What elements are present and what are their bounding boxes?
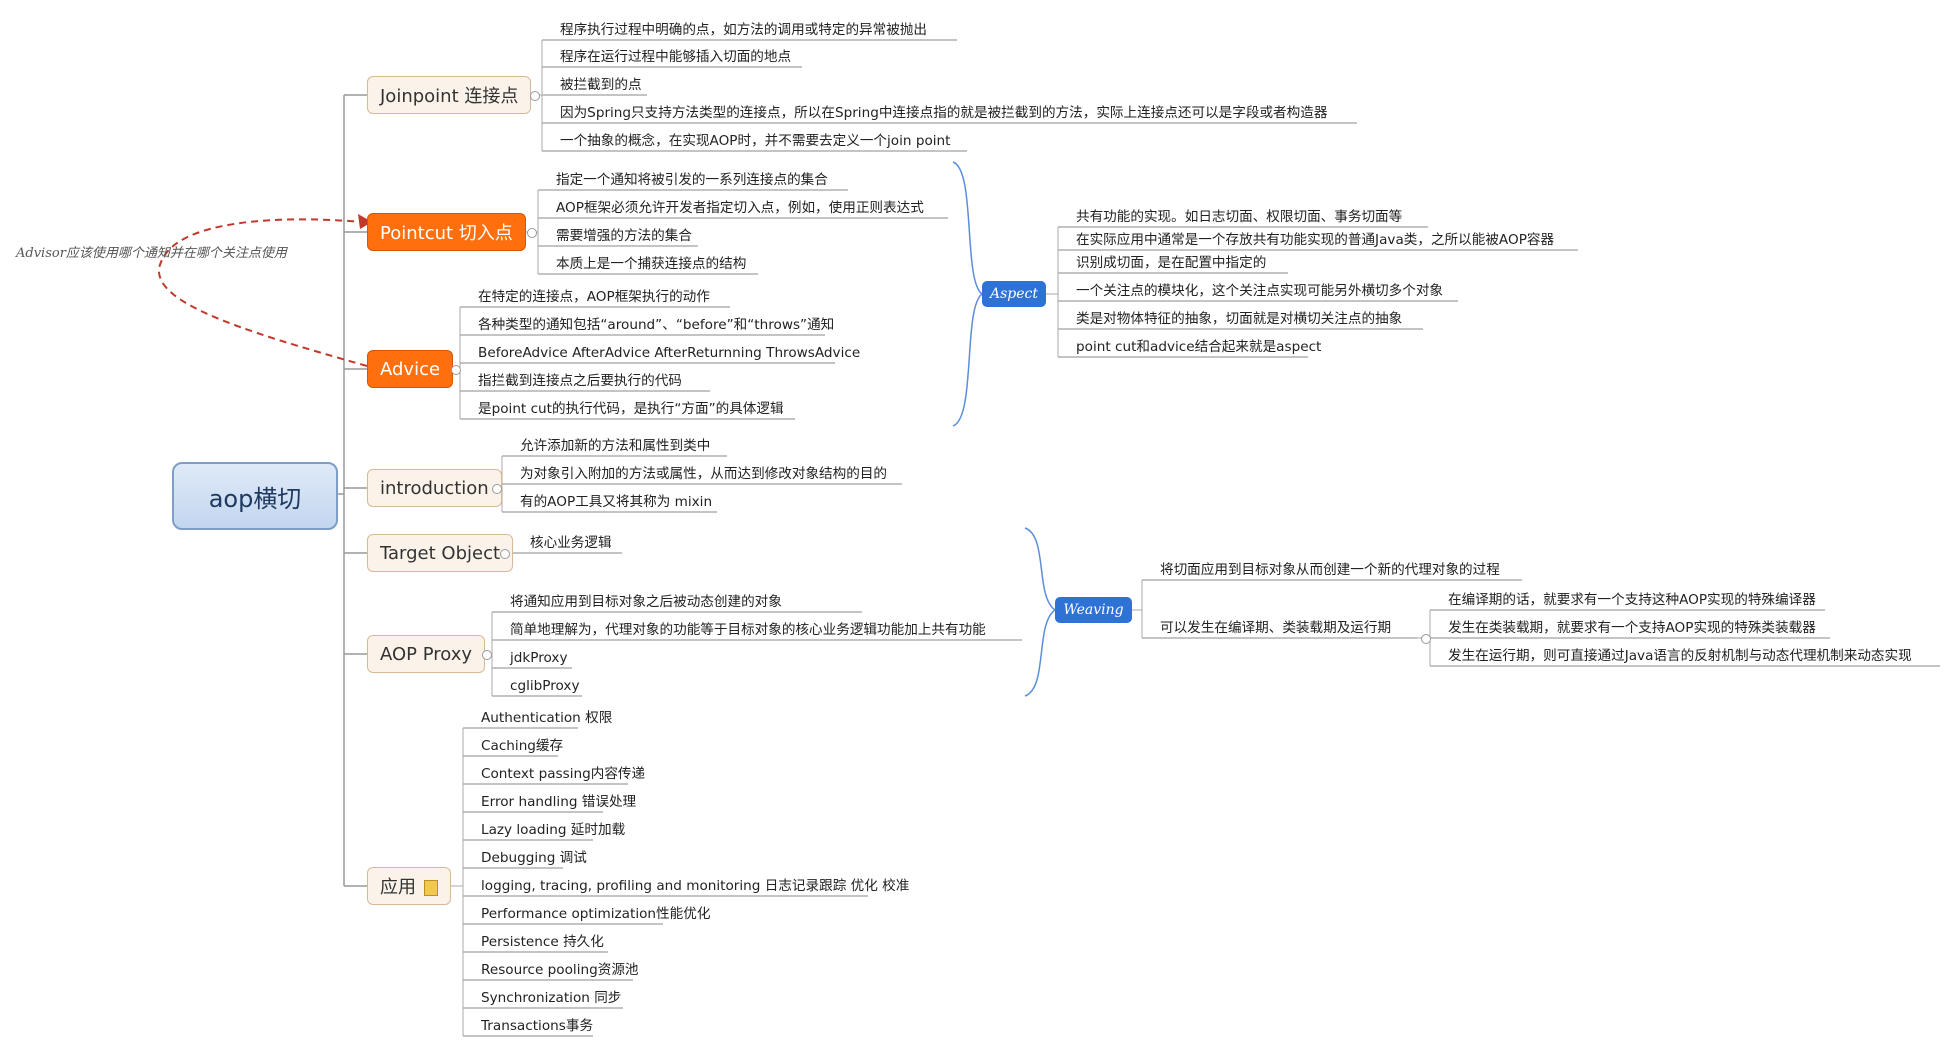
joinpoint-item[interactable]: 程序执行过程中明确的点，如方法的调用或特定的异常被抛出 <box>560 22 928 38</box>
introduction-item[interactable]: 为对象引入附加的方法或属性，从而达到修改对象结构的目的 <box>520 466 888 482</box>
app-item[interactable]: Lazy loading 延时加载 <box>481 822 626 838</box>
pointcut-item[interactable]: 本质上是一个捕获连接点的结构 <box>556 256 747 272</box>
app-item[interactable]: Synchronization 同步 <box>481 990 622 1006</box>
app-item[interactable]: Persistence 持久化 <box>481 934 604 950</box>
aop-proxy-node[interactable]: AOP Proxy <box>367 635 486 673</box>
target-object-node[interactable]: Target Object <box>367 534 514 572</box>
collapse-toggle-icon[interactable] <box>451 365 461 375</box>
app-item[interactable]: Resource pooling资源池 <box>481 962 639 978</box>
pointcut-node[interactable]: Pointcut 切入点 <box>367 213 526 251</box>
pointcut-item[interactable]: AOP框架必须允许开发者指定切入点，例如，使用正则表达式 <box>556 200 924 216</box>
weaving-brace <box>1024 527 1057 697</box>
app-item[interactable]: Debugging 调试 <box>481 850 587 866</box>
advice-node[interactable]: Advice <box>367 350 454 388</box>
advice-item[interactable]: BeforeAdvice AfterAdvice AfterReturnning… <box>478 345 861 361</box>
apps-node[interactable]: 应用 <box>367 867 451 905</box>
weaving-item[interactable]: 可以发生在编译期、类装载期及运行期 <box>1160 620 1392 636</box>
introduction-item[interactable]: 允许添加新的方法和属性到类中 <box>520 438 711 454</box>
proxy-item[interactable]: 简单地理解为，代理对象的功能等于目标对象的核心业务逻辑功能加上共有功能 <box>510 622 986 638</box>
app-item[interactable]: Context passing内容传递 <box>481 766 646 782</box>
collapse-toggle-icon[interactable] <box>527 228 537 238</box>
weaving-item[interactable]: 将切面应用到目标对象从而创建一个新的代理对象的过程 <box>1160 562 1500 578</box>
target-item[interactable]: 核心业务逻辑 <box>530 535 612 551</box>
app-item[interactable]: Caching缓存 <box>481 738 564 754</box>
joinpoint-item[interactable]: 被拦截到的点 <box>560 77 642 93</box>
weaving-sub-item[interactable]: 发生在类装载期，就要求有一个支持AOP实现的特殊类装载器 <box>1448 620 1816 636</box>
advice-item[interactable]: 是point cut的执行代码，是执行“方面”的具体逻辑 <box>478 401 784 417</box>
weaving-sub-item[interactable]: 在编译期的话，就要求有一个支持这种AOP实现的特殊编译器 <box>1448 592 1816 608</box>
proxy-item[interactable]: 将通知应用到目标对象之后被动态创建的对象 <box>510 594 782 610</box>
pointcut-item[interactable]: 需要增强的方法的集合 <box>556 228 692 244</box>
app-item[interactable]: Performance optimization性能优化 <box>481 906 711 922</box>
aspect-item[interactable]: 一个关注点的模块化，这个关注点实现可能另外横切多个对象 <box>1076 283 1444 299</box>
joinpoint-node[interactable]: Joinpoint 连接点 <box>367 76 532 114</box>
aspect-node[interactable]: Aspect <box>982 281 1046 307</box>
aspect-item[interactable]: 识别成切面，是在配置中指定的 <box>1076 255 1267 271</box>
advice-item[interactable]: 在特定的连接点，AOP框架执行的动作 <box>478 289 710 305</box>
apps-label: 应用 <box>380 877 416 898</box>
aspect-brace <box>952 161 984 427</box>
collapse-toggle-icon[interactable] <box>492 484 502 494</box>
pointcut-item[interactable]: 指定一个通知将被引发的一系列连接点的集合 <box>556 172 828 188</box>
advice-item[interactable]: 指拦截到连接点之后要执行的代码 <box>478 373 682 389</box>
weaving-sub-item[interactable]: 发生在运行期，则可直接通过Java语言的反射机制与动态代理机制来动态实现 <box>1448 648 1912 664</box>
app-item[interactable]: Transactions事务 <box>481 1018 594 1034</box>
app-item[interactable]: Authentication 权限 <box>481 710 613 726</box>
app-item[interactable]: logging, tracing, profiling and monitori… <box>481 878 910 894</box>
collapse-toggle-icon[interactable] <box>482 650 492 660</box>
arrowhead-icon <box>358 214 372 229</box>
advice-item[interactable]: 各种类型的通知包括“around”、“before”和“throws”通知 <box>478 317 835 333</box>
advisor-dashed-arrow <box>158 218 368 367</box>
introduction-item[interactable]: 有的AOP工具又将其称为 mixin <box>520 494 713 510</box>
proxy-item[interactable]: jdkProxy <box>510 650 568 666</box>
aspect-item[interactable]: 类是对物体特征的抽象，切面就是对横切关注点的抽象 <box>1076 311 1403 327</box>
aspect-item[interactable]: 在实际应用中通常是一个存放共有功能实现的普通Java类，之所以能被AOP容器 <box>1076 232 1555 248</box>
weaving-node[interactable]: Weaving <box>1055 597 1132 623</box>
collapse-toggle-icon[interactable] <box>500 549 510 559</box>
joinpoint-item[interactable]: 因为Spring只支持方法类型的连接点，所以在Spring中连接点指的就是被拦截… <box>560 105 1328 121</box>
joinpoint-item[interactable]: 一个抽象的概念，在实现AOP时，并不需要去定义一个join point <box>560 133 951 149</box>
aspect-item[interactable]: point cut和advice结合起来就是aspect <box>1076 339 1322 355</box>
collapse-toggle-icon[interactable] <box>1421 634 1431 644</box>
collapse-toggle-icon[interactable] <box>530 91 540 101</box>
advisor-annotation: Advisor应该使用哪个通知并在哪个关注点使用 <box>16 246 287 261</box>
joinpoint-item[interactable]: 程序在运行过程中能够插入切面的地点 <box>560 49 792 65</box>
introduction-node[interactable]: introduction <box>367 469 502 507</box>
app-item[interactable]: Error handling 错误处理 <box>481 794 637 810</box>
proxy-item[interactable]: cglibProxy <box>510 678 580 694</box>
aspect-item[interactable]: 共有功能的实现。如日志切面、权限切面、事务切面等 <box>1076 209 1403 225</box>
note-icon <box>424 880 438 896</box>
root-node[interactable]: aop横切 <box>172 462 338 530</box>
